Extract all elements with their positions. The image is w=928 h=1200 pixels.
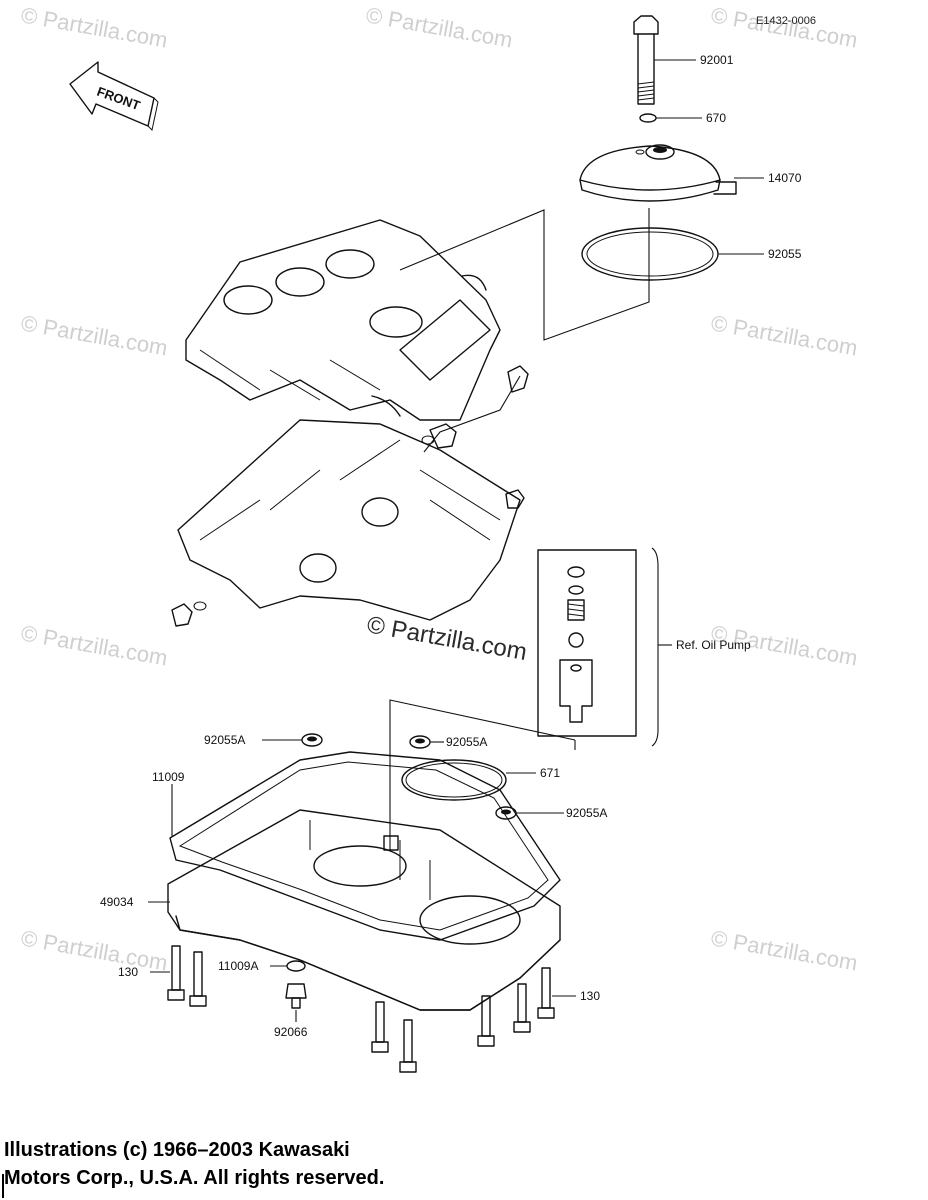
front-label: FRONT [95,84,142,113]
leader-lines [148,59,764,1022]
label-92055A-left: 92055A [204,733,245,747]
label-49034: 49034 [100,895,134,909]
bolt-92001 [633,15,659,105]
oil-pressure-switch [507,365,529,393]
label-11009: 11009 [152,770,185,784]
label-14070: 14070 [768,171,802,185]
oring-92055 [581,227,719,281]
label-130-left: 130 [118,965,138,979]
label-670: 670 [706,111,726,125]
label-92001: 92001 [700,53,734,67]
washer-670 [639,113,657,123]
label-92055: 92055 [768,247,802,261]
front-arrow-icon: FRONT [69,61,159,132]
oring-671 [401,759,507,801]
watermark: © Partzilla.com [19,310,169,360]
copyright-line-2: Motors Corp., U.S.A. All rights reserved… [4,1167,385,1189]
cover-14070 [579,144,737,202]
watermark: © Partzilla.com [19,925,169,975]
bolt-130 [189,951,207,1007]
label-671: 671 [540,766,560,780]
upper-crankcase [185,219,501,421]
bolt-130 [399,1019,417,1073]
watermark: © Partzilla.com [709,2,859,52]
watermark: © Partzilla.com [19,620,169,670]
copyright-notice: Illustrations (c) 1966–2003 Kawasaki Mot… [4,1136,604,1192]
label-92066: 92066 [274,1025,308,1039]
bolt-130 [537,967,555,1019]
watermark: © Partzilla.com [709,310,859,360]
watermark-center: © Partzilla.com [365,611,529,666]
label-ref-oil-pump: Ref. Oil Pump [676,638,751,652]
label-11009A: 11009A [218,959,258,973]
gasket-11009 [169,751,561,941]
washer-11009A [286,960,306,972]
watermark: © Partzilla.com [364,2,514,52]
seal-92055A [301,733,323,747]
bolt-130 [167,945,185,1001]
watermark: © Partzilla.com [19,2,169,52]
edge-mark [2,1174,4,1198]
lower-crankcase [171,419,525,627]
bolt-130 [371,1001,389,1053]
watermark: © Partzilla.com [709,925,859,975]
copyright-line-1: Illustrations (c) 1966–2003 Kawasaki [4,1139,350,1161]
bolt-130 [513,983,531,1033]
label-130-right: 130 [580,989,600,1003]
oil-pump-reference-box [537,549,637,737]
bolt-130 [477,995,495,1047]
label-92055A-right: 92055A [566,806,607,820]
diagram-code: E1432-0006 [756,15,816,27]
ref-bracket [651,547,659,747]
oil-pan-49034 [167,809,561,1011]
drain-plug-92066 [285,983,307,1009]
seal-92055A [409,735,431,749]
label-92055A-mid: 92055A [446,735,487,749]
